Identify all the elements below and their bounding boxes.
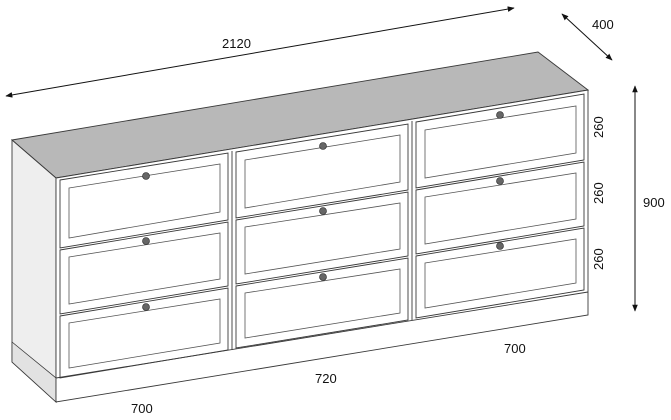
- drawer: [59, 152, 229, 249]
- column-width-right-label: 700: [504, 341, 526, 356]
- drawer: [235, 257, 409, 349]
- drawer-height-label-middle: 260: [591, 182, 606, 204]
- drawer: [415, 227, 585, 319]
- drawer-knob: [319, 207, 327, 215]
- drawer-knob: [319, 142, 327, 150]
- height-label: 900: [643, 195, 665, 210]
- drawer-column-left: [59, 152, 229, 379]
- width-dimension: 2120: [5, 6, 515, 98]
- drawer-height-dimensions: 260 260 260: [591, 116, 606, 270]
- drawer: [59, 287, 229, 379]
- drawer-column-right: [415, 93, 585, 319]
- depth-dimension: 400: [561, 13, 614, 61]
- column-width-middle-label: 720: [315, 371, 337, 386]
- drawer: [59, 221, 229, 315]
- drawer-height-label-top: 260: [591, 116, 606, 138]
- drawer-column-middle: [235, 123, 409, 349]
- drawer: [415, 93, 585, 189]
- cabinet-front: [55, 89, 589, 403]
- width-label: 2120: [222, 36, 251, 51]
- depth-label: 400: [592, 17, 614, 32]
- drawer-knob: [496, 111, 504, 119]
- cabinet: [10, 51, 590, 404]
- drawer-knob: [142, 237, 150, 245]
- drawer-knob: [319, 273, 327, 281]
- column-width-dimensions: 700 720 700: [131, 341, 526, 416]
- drawer-knob: [142, 172, 150, 180]
- drawer-knob: [142, 303, 150, 311]
- drawer-knob: [496, 177, 504, 185]
- height-dimension: 900: [632, 85, 665, 312]
- drawer: [235, 123, 409, 219]
- drawer: [415, 161, 585, 255]
- drawer: [235, 191, 409, 285]
- drawer-knob: [496, 242, 504, 250]
- column-width-left-label: 700: [131, 401, 153, 416]
- drawer-height-label-bottom: 260: [591, 248, 606, 270]
